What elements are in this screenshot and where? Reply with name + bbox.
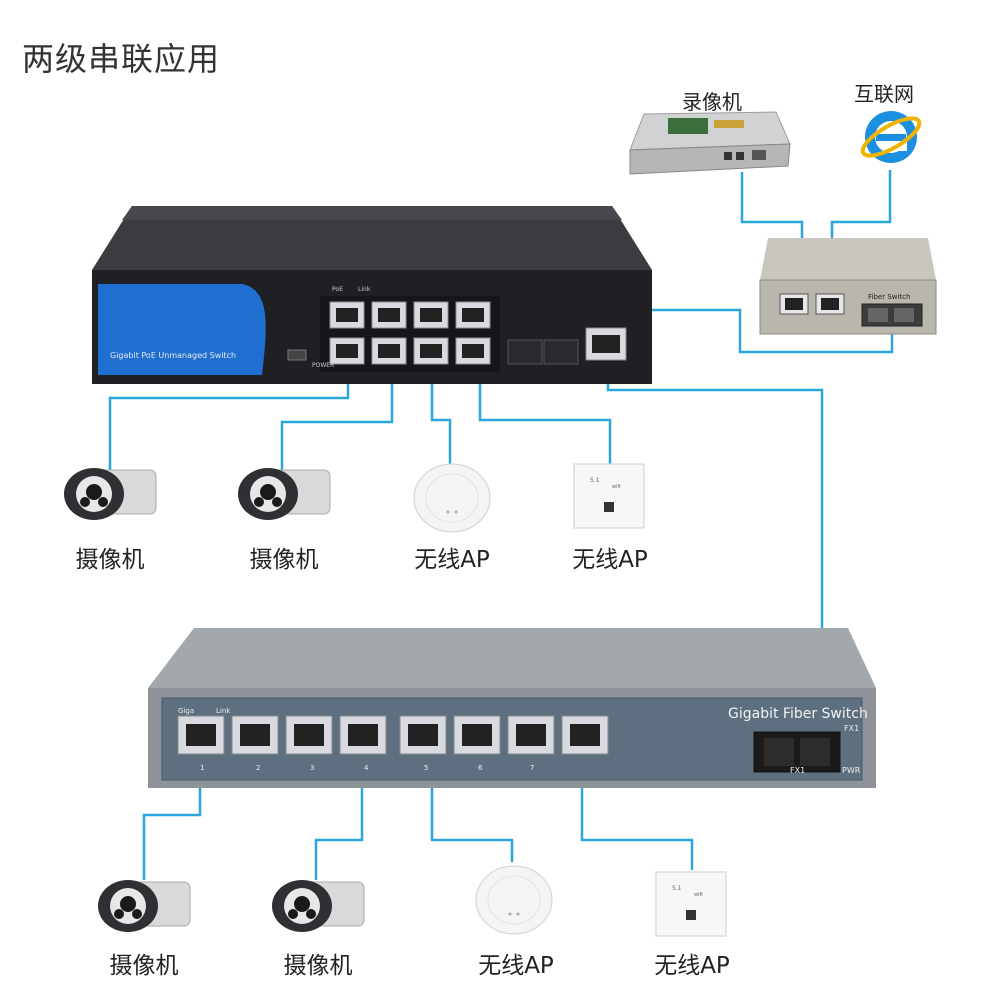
bottom-label-3: 无线AP: [478, 953, 554, 979]
camera-icon: [238, 468, 331, 520]
internet-icon: [860, 111, 922, 163]
camera-icon: [272, 880, 365, 932]
top-label-3: 无线AP: [414, 547, 490, 573]
b-port-num-2: 2: [256, 764, 261, 772]
b-port-num-5: 5: [424, 764, 429, 772]
svg-text:5.1: 5.1: [672, 885, 682, 892]
power-label: POWER: [312, 362, 335, 369]
poe-switch: [92, 206, 652, 384]
pwr-label: PWR: [842, 766, 861, 775]
link-label: Link: [358, 286, 371, 293]
fx-bottom-label: FX1: [790, 766, 806, 775]
bottom-label-4: 无线AP: [654, 953, 730, 979]
wire-b-cam2: [314, 758, 364, 880]
bottom-label-1: 摄像机: [109, 953, 179, 979]
poe-switch-brand: Gigabit PoE Unmanaged Switch: [110, 351, 237, 360]
wall-ap-icon: 5.1 wifi: [573, 463, 645, 529]
wire-ap2: [478, 368, 612, 468]
recorder-icon: [629, 111, 791, 175]
wire-b-ap1: [430, 758, 514, 862]
internet-label: 互联网: [854, 82, 914, 106]
page-title: 两级串联应用: [22, 40, 221, 78]
giga-label: Giga: [178, 707, 195, 715]
svg-text:wifi: wifi: [694, 892, 703, 898]
ceiling-ap-icon: [413, 463, 491, 533]
b-port-num-4: 4: [364, 764, 369, 772]
camera-icon: [98, 880, 191, 932]
b-port-num-6: 6: [478, 764, 483, 772]
camera-icon: [64, 468, 157, 520]
wire-ap1: [430, 368, 452, 470]
ceiling-ap-icon: [475, 865, 553, 935]
top-label-2: 摄像机: [249, 547, 319, 573]
b-port-num-7: 7: [530, 764, 535, 772]
bottom-label-2: 摄像机: [283, 953, 353, 979]
wall-ap-icon: 5.1 wifi: [655, 871, 727, 937]
poe-label: PoE: [332, 286, 343, 293]
top-label-4: 无线AP: [572, 547, 648, 573]
top-label-1: 摄像机: [75, 547, 145, 573]
recorder-label: 录像机: [682, 90, 742, 114]
fiber-switch-brand: Gigabit Fiber Switch: [728, 706, 868, 722]
converter-label: Fiber Switch: [868, 293, 911, 301]
b-port-num-1: 1: [200, 764, 205, 772]
fx-top-label: FX1: [844, 724, 860, 733]
wire-cam2: [280, 368, 394, 470]
b-port-num-3: 3: [310, 764, 315, 772]
b-link-label: Link: [216, 707, 231, 715]
fiber-media-converter: [759, 238, 937, 335]
svg-text:wifi: wifi: [612, 484, 621, 490]
fiber-switch: [148, 628, 876, 788]
wire-b-ap2: [580, 758, 694, 870]
svg-text:5.1: 5.1: [590, 477, 600, 484]
